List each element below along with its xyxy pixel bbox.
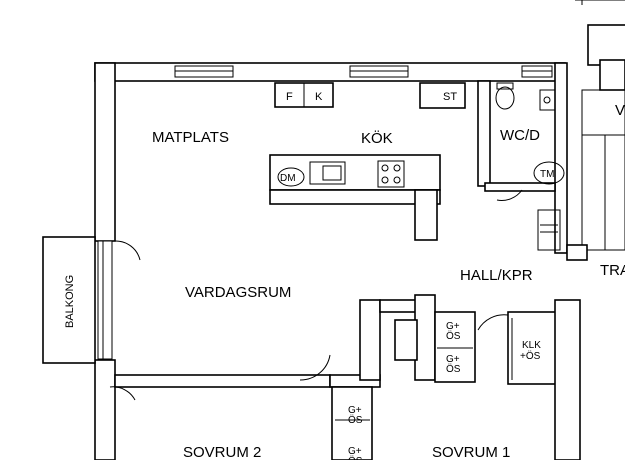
room-label-wc: WC/D [500, 127, 540, 144]
wc-fixtures [495, 82, 565, 251]
stairwell [566, 89, 625, 261]
closet-label-g-os-2: G+ÖS [446, 354, 461, 375]
room-label-sovrum1: SOVRUM 1 [432, 444, 510, 460]
interior-walls [109, 80, 581, 460]
closet-label-g-os-4: G+ÖS [348, 446, 363, 460]
windows-top [174, 65, 553, 78]
room-label-sovrum2: SOVRUM 2 [183, 444, 261, 460]
room-label-kok: KÖK [361, 129, 393, 147]
fixture-label-k: K [315, 91, 323, 103]
closet-label-g-os-1: G+ÖS [446, 321, 461, 342]
closet-label-klk-os: KLK+ÖS [520, 340, 541, 362]
fixture-label-f: F [286, 91, 293, 103]
balcony [42, 236, 141, 364]
room-label-right-partial: V [615, 102, 625, 119]
room-label-vardagsrum: VARDAGSRUM [185, 284, 291, 301]
room-label-hall: HALL/KPR [460, 267, 533, 284]
room-label-trapp-partial: TRA [600, 262, 625, 279]
closet-label-g-os-3: G+ÖS [348, 405, 363, 426]
fixture-label-dm: DM [280, 173, 296, 184]
room-label-matplats: MATPLATS [152, 129, 229, 146]
kitchen-counter [269, 82, 466, 241]
room-label-balkong: BALKONG [64, 275, 76, 328]
fixture-label-tm: TM [540, 169, 554, 180]
fixture-label-st: ST [443, 91, 457, 103]
